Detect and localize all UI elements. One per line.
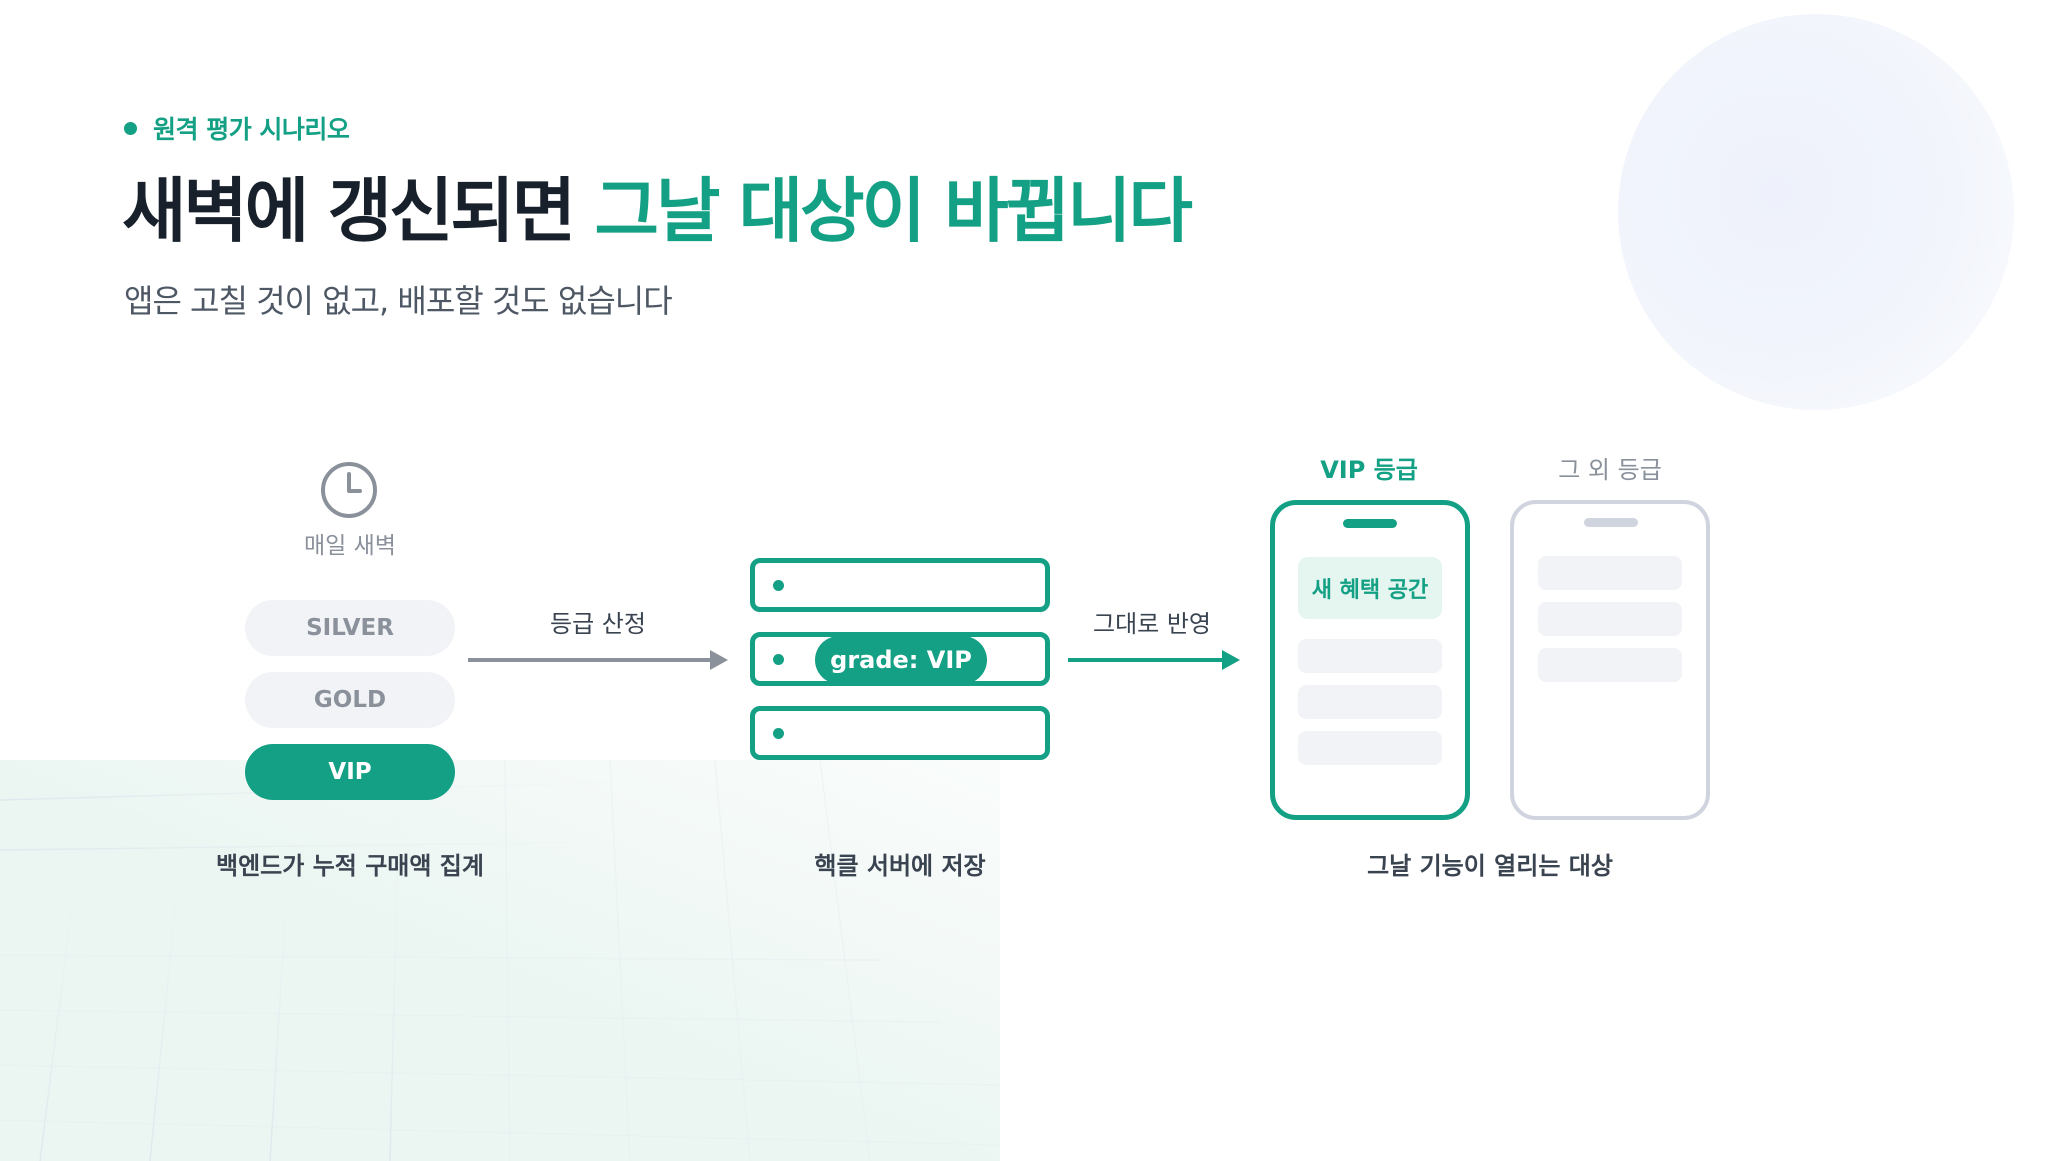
title-accent: 그날 대상이 바뀝니다 [594,170,1193,252]
server-led-icon [773,728,784,739]
decorative-circle [1618,14,2014,410]
schedule-label: 매일 새벽 [304,533,396,559]
grade-badge: grade: VIP [815,636,987,684]
eyebrow: 원격 평가 시나리오 [124,110,350,146]
server-rack-3 [750,706,1050,760]
benefit-slot: 새 혜택 공간 [1298,557,1442,619]
server-led-icon [773,580,784,591]
phone-other [1510,500,1710,820]
arrow-assign-icon [468,650,728,670]
server-led-icon [773,654,784,665]
eyebrow-text: 원격 평가 시나리오 [153,115,350,144]
step-reflect-label: 그대로 반영 [1092,610,1212,638]
page-title: 새벽에 갱신되면 그날 대상이 바뀝니다 [122,168,1193,254]
eyebrow-dot-icon [124,121,137,135]
tier-gold: GOLD [245,672,455,728]
content-placeholder [1538,648,1682,682]
tier-vip: VIP [245,744,455,800]
step-assign-label: 등급 산정 [550,610,646,638]
phone-vip: 새 혜택 공간 [1270,500,1470,820]
content-placeholder [1298,731,1442,765]
content-placeholder [1538,602,1682,636]
server-rack-2: grade: VIP [750,632,1050,686]
page-subtitle: 앱은 고칠 것이 없고, 배포할 것도 없습니다 [124,282,673,320]
phone-vip-heading: VIP 등급 [1320,456,1418,484]
caption-target: 그날 기능이 열리는 대상 [1367,852,1613,880]
clock-icon [321,462,377,518]
tier-silver: SILVER [245,600,455,656]
server-rack-1 [750,558,1050,612]
phone-notch-icon [1584,518,1638,527]
content-placeholder [1538,556,1682,590]
phone-other-heading: 그 외 등급 [1558,456,1662,484]
content-placeholder [1298,685,1442,719]
arrow-reflect-icon [1068,650,1240,670]
phone-notch-icon [1343,519,1397,528]
caption-store: 핵클 서버에 저장 [814,852,986,880]
background-grid [0,760,1000,1161]
caption-backend: 백엔드가 누적 구매액 집계 [216,852,484,880]
content-placeholder [1298,639,1442,673]
title-dark: 새벽에 갱신되면 [122,170,576,252]
